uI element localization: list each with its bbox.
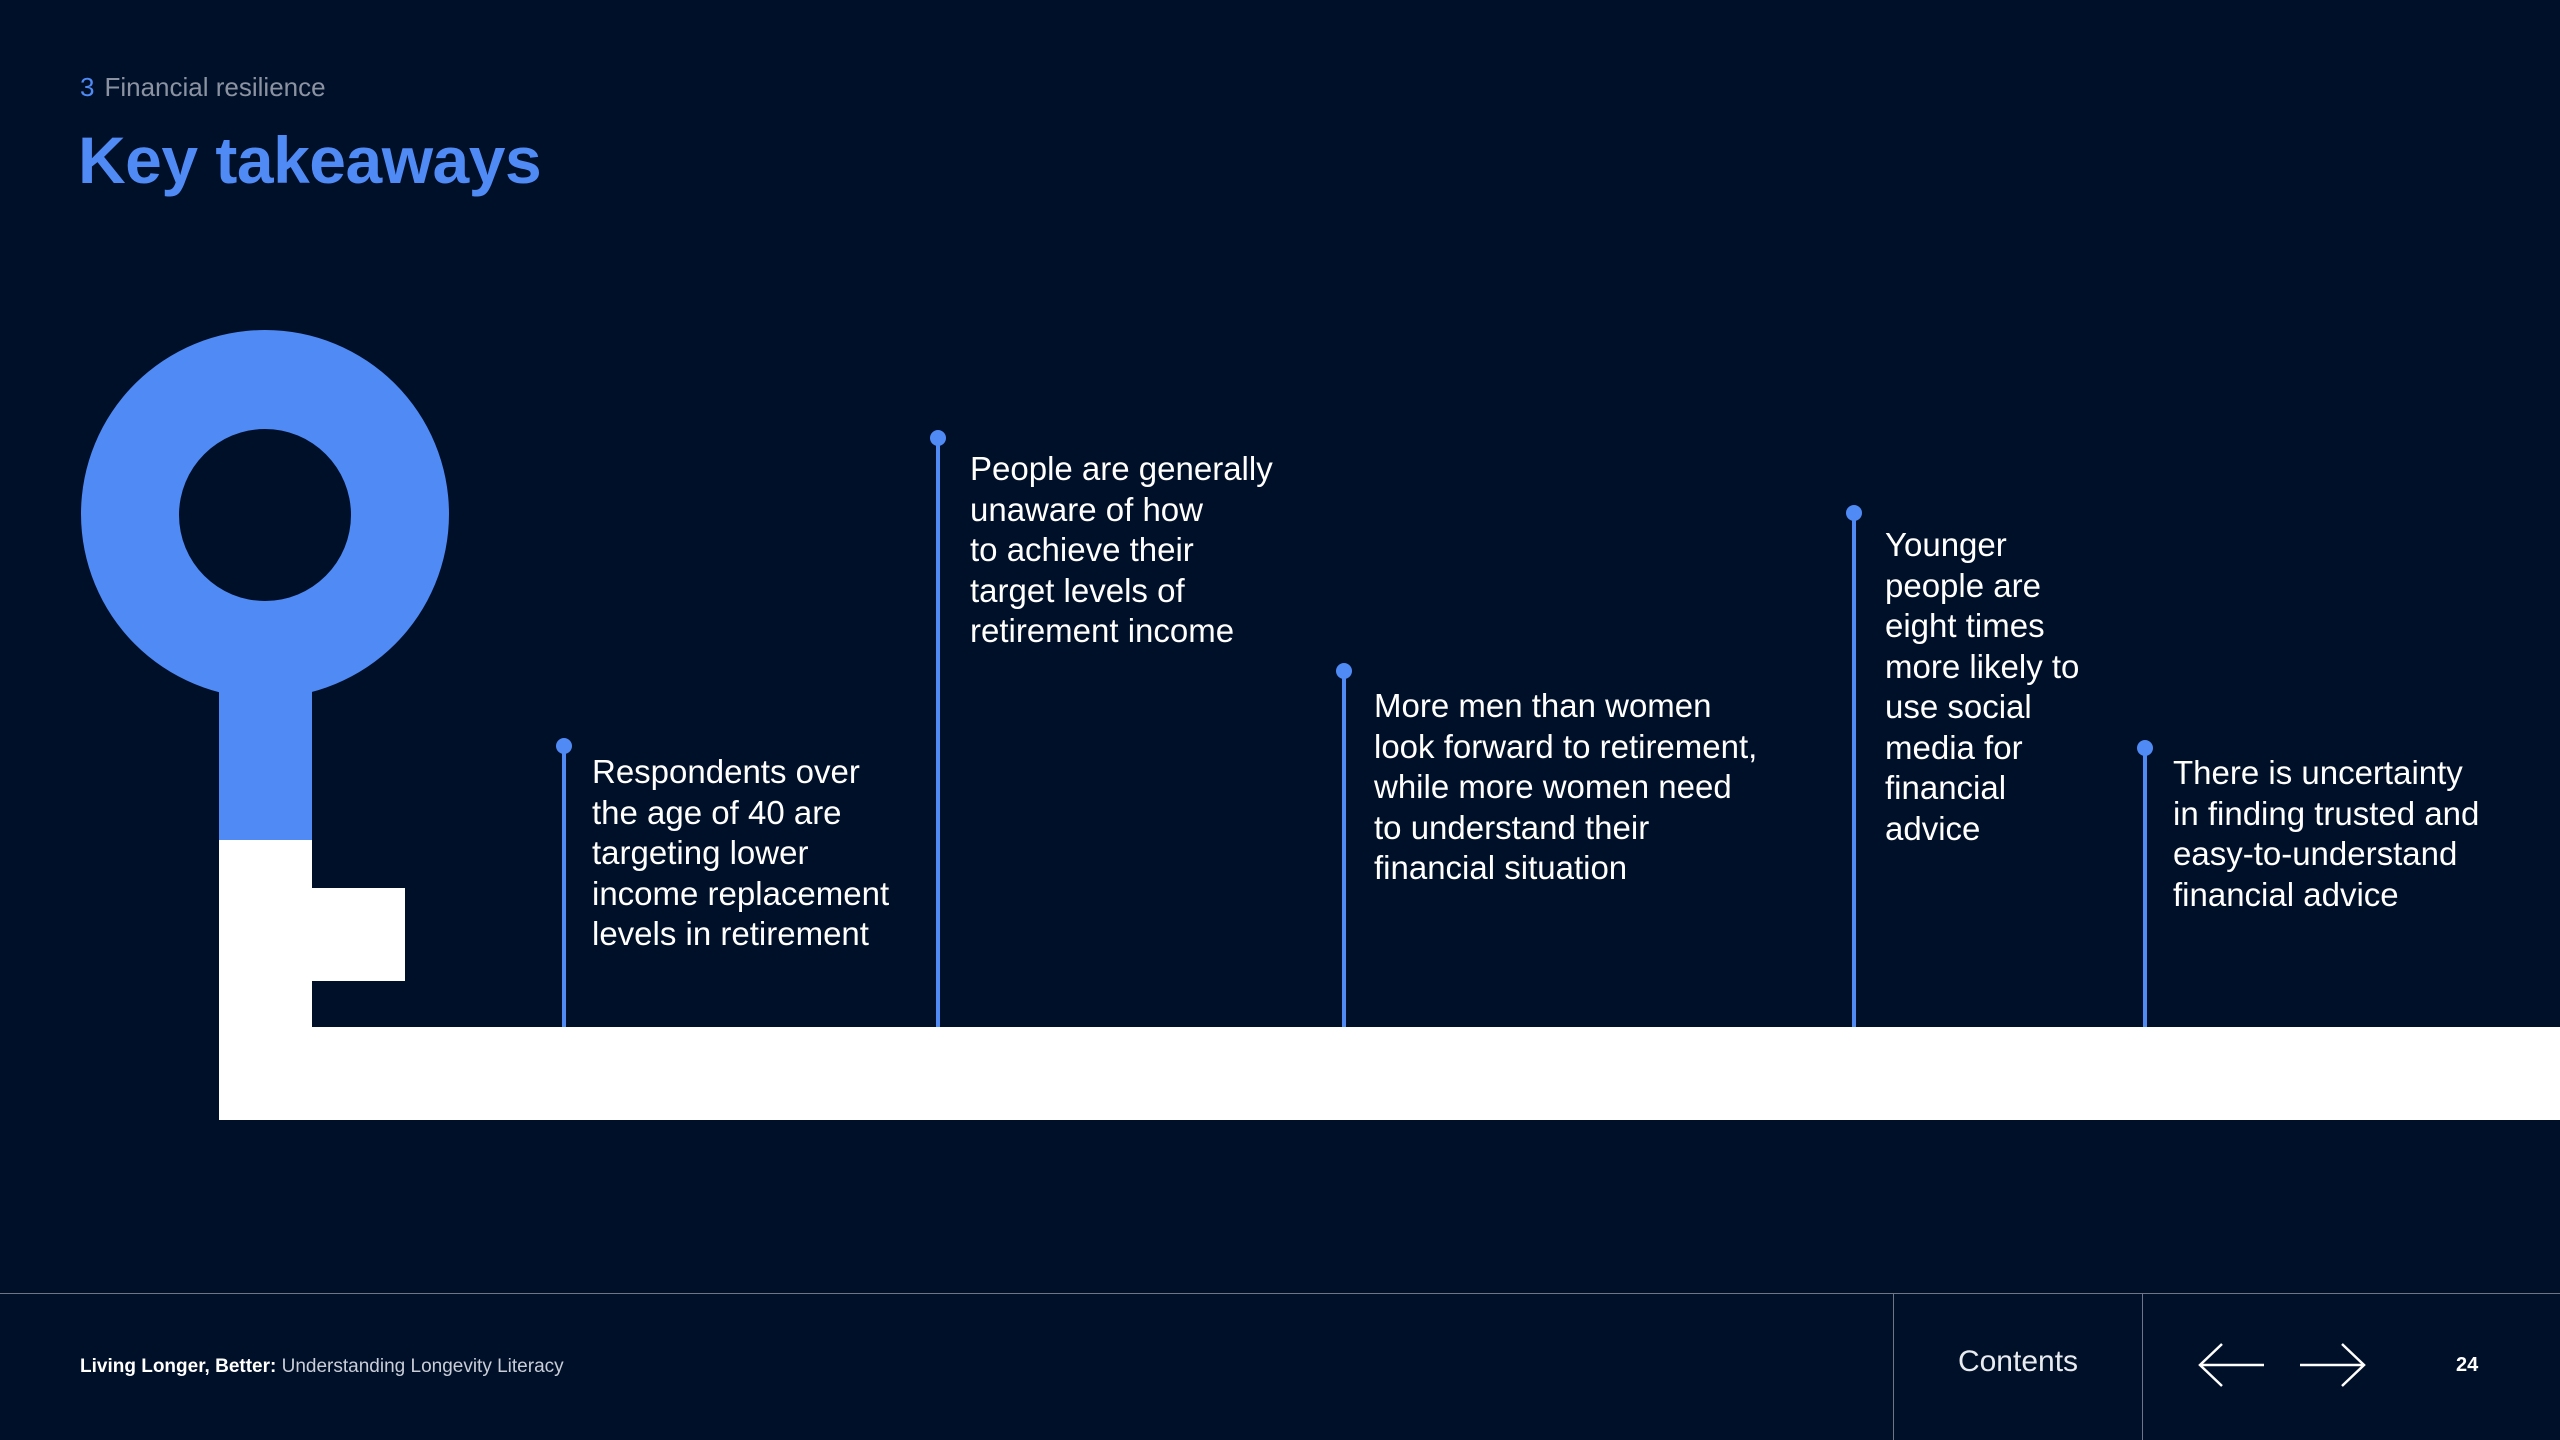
timeline-pin bbox=[2137, 740, 2153, 1027]
takeaway-line: while more women need bbox=[1374, 768, 1732, 805]
footer-document-title: Living Longer, Better: Understanding Lon… bbox=[80, 1356, 564, 1378]
takeaway-line: to achieve their bbox=[970, 531, 1194, 568]
takeaway-line: unaware of how bbox=[970, 490, 1203, 528]
contents-link[interactable]: Contents bbox=[1957, 1345, 2079, 1378]
takeaway-line: in finding trusted and bbox=[2173, 794, 2480, 832]
takeaway-line: More men than women bbox=[1374, 687, 1712, 724]
footer-divider-line bbox=[0, 1293, 2560, 1294]
takeaway-line: eight times bbox=[1885, 607, 2045, 644]
takeaway-unaware: People are generally unaware of how to a… bbox=[970, 449, 1273, 652]
takeaway-line: Respondents over bbox=[592, 753, 860, 790]
takeaway-line: financial situation bbox=[1374, 849, 1628, 886]
takeaway-line: people are bbox=[1885, 566, 2041, 604]
page-number: 24 bbox=[2456, 1354, 2479, 1376]
footer-title-bold: Living Longer, Better: bbox=[80, 1356, 277, 1377]
takeaway-line: the age of 40 are bbox=[592, 793, 842, 831]
takeaway-line: use social bbox=[1885, 688, 2032, 725]
takeaway-line: easy-to-understand bbox=[2173, 835, 2458, 872]
page-title: Key takeaways bbox=[78, 123, 542, 197]
takeaway-line: to understand their bbox=[1374, 808, 1650, 846]
takeaway-uncertainty: There is uncertainty in finding trusted … bbox=[2173, 753, 2479, 915]
takeaway-line: more likely to bbox=[1885, 647, 2080, 685]
arrow-right-icon[interactable] bbox=[2296, 1340, 2368, 1390]
timeline-pin bbox=[1336, 663, 1352, 1027]
timeline-pin bbox=[930, 430, 946, 1027]
takeaway-line: advice bbox=[1885, 809, 1981, 847]
arrow-left-icon[interactable] bbox=[2196, 1340, 2268, 1390]
takeaway-line: look forward to retirement, bbox=[1374, 727, 1758, 765]
section-title: Financial resilience bbox=[104, 72, 326, 102]
footer-title-rest: Understanding Longevity Literacy bbox=[276, 1356, 564, 1377]
takeaway-line: target levels of bbox=[970, 571, 1185, 609]
takeaway-line: retirement income bbox=[970, 612, 1235, 649]
takeaway-line: income replacement bbox=[592, 874, 890, 912]
takeaway-line: financial advice bbox=[2173, 875, 2399, 913]
footer-divider-contents-left bbox=[1893, 1293, 1894, 1440]
takeaway-line: financial bbox=[1885, 769, 2007, 806]
takeaway-line: media for bbox=[1885, 728, 2023, 766]
takeaway-men-women: More men than women look forward to reti… bbox=[1374, 686, 1757, 889]
timeline-pins bbox=[556, 430, 2153, 1027]
takeaway-age-40: Respondents over the age of 40 are targe… bbox=[592, 752, 889, 955]
takeaway-line: levels in retirement bbox=[592, 915, 869, 952]
takeaway-line: People are generally bbox=[970, 450, 1273, 487]
takeaway-line: targeting lower bbox=[592, 834, 809, 871]
timeline-pin bbox=[556, 738, 572, 1027]
timeline-pin bbox=[1846, 505, 1862, 1027]
footer-divider-contents-right bbox=[2142, 1293, 2143, 1440]
takeaway-line: There is uncertainty bbox=[2173, 754, 2463, 791]
takeaway-younger: Younger people are eight times more like… bbox=[1885, 525, 2079, 849]
key-illustration-icon bbox=[81, 330, 2560, 1120]
takeaway-line: Younger bbox=[1885, 526, 2007, 563]
section-number: 3 bbox=[80, 72, 95, 102]
section-label: 3 Financial resilience bbox=[80, 72, 326, 103]
